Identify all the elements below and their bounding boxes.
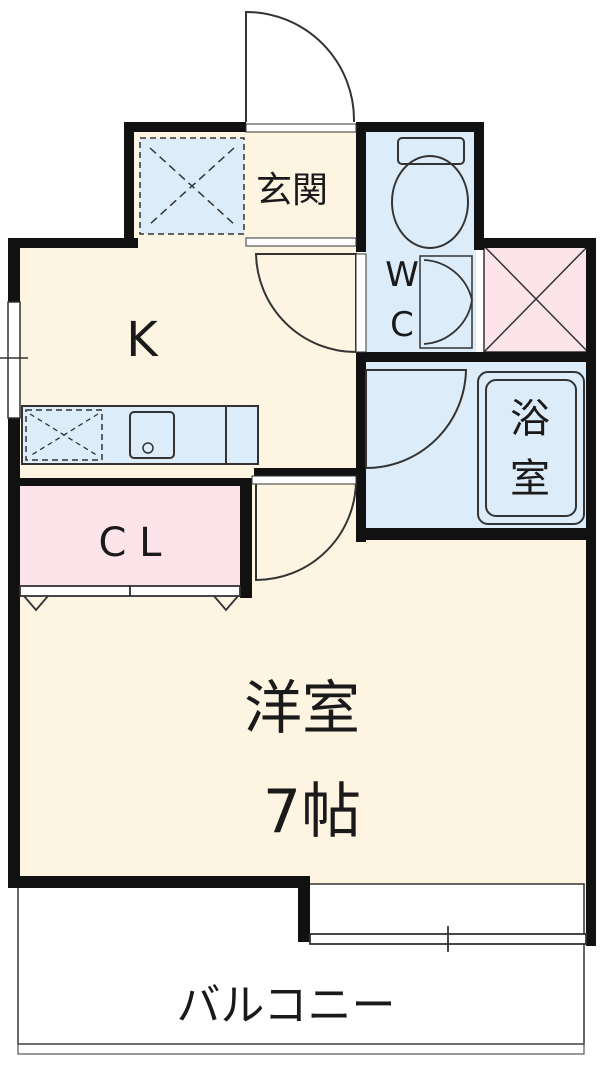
label-room-size: 7帖 bbox=[263, 777, 361, 847]
entrance-shoe-cabinet bbox=[139, 137, 245, 235]
label-bath-1: 浴 bbox=[510, 396, 550, 442]
label-kitchen: K bbox=[126, 312, 159, 368]
bathtub bbox=[477, 371, 585, 525]
label-entrance: 玄関 bbox=[256, 170, 328, 211]
balcony-rail bbox=[17, 1043, 585, 1055]
washroom-door bbox=[365, 369, 468, 470]
label-bath-2: 室 bbox=[510, 456, 550, 502]
storage-cross-2 bbox=[483, 245, 589, 353]
sink bbox=[129, 411, 175, 459]
shoe-cabinet-cross-2 bbox=[149, 147, 235, 225]
label-western-room: 洋室 bbox=[244, 674, 360, 742]
entrance-door-swing bbox=[245, 10, 356, 123]
label-closet: C L bbox=[99, 520, 163, 566]
label-balcony: バルコニー bbox=[176, 980, 395, 1031]
closet-doors bbox=[19, 585, 241, 612]
balcony-window bbox=[309, 926, 587, 952]
toilet-door-swing bbox=[423, 259, 473, 345]
left-window bbox=[7, 301, 21, 419]
room-door-swing bbox=[255, 479, 358, 582]
closet-floor bbox=[18, 482, 242, 586]
kitchen-inner-door bbox=[254, 253, 357, 354]
entrance-step bbox=[245, 237, 357, 247]
label-toilet-w: W bbox=[385, 255, 419, 295]
toilet-fixture bbox=[391, 137, 469, 249]
washroom-floor bbox=[366, 360, 478, 528]
label-toilet-c: C bbox=[390, 305, 414, 345]
entrance-threshold bbox=[245, 123, 357, 133]
